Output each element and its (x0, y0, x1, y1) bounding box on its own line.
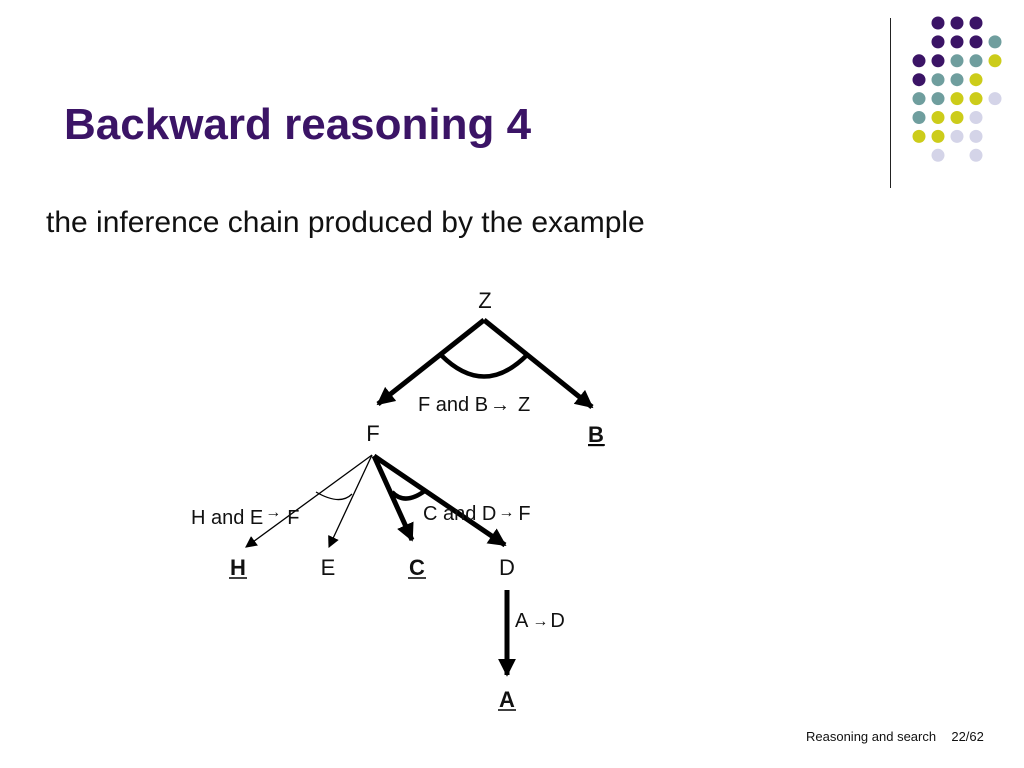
rule-he-f: H and E→F (191, 504, 299, 529)
node-c: C (409, 555, 425, 580)
node-e: E (321, 555, 336, 580)
and-arc-cd (390, 488, 428, 501)
edge-z-to-b (482, 318, 594, 409)
footer-course: Reasoning and search (806, 729, 937, 744)
edge-f-to-d (372, 453, 507, 548)
and-arc-z (439, 353, 529, 379)
node-z: Z (478, 288, 491, 313)
edge-f-to-c (371, 454, 415, 542)
rule-fb-z: F and B→Z (418, 394, 530, 416)
node-d: D (499, 555, 515, 580)
edge-f-to-e (328, 454, 373, 549)
edge-z-to-f (376, 318, 486, 406)
rule-a-d: A→D (515, 610, 565, 632)
decorative-divider (890, 18, 891, 188)
node-a: A (499, 687, 515, 712)
slide-footer: Reasoning and search 22/62 (806, 729, 984, 744)
rule-cd-f: C and D→F (423, 503, 531, 525)
and-arc-he (315, 491, 353, 501)
node-b: B (588, 422, 604, 447)
node-h: H (230, 555, 246, 580)
page-title: Backward reasoning 4 (64, 100, 532, 149)
edge-f-to-h (245, 454, 373, 548)
slide-subtitle: the inference chain produced by the exam… (46, 206, 645, 239)
node-f: F (366, 421, 379, 446)
footer-page-number: 22/62 (951, 729, 984, 744)
